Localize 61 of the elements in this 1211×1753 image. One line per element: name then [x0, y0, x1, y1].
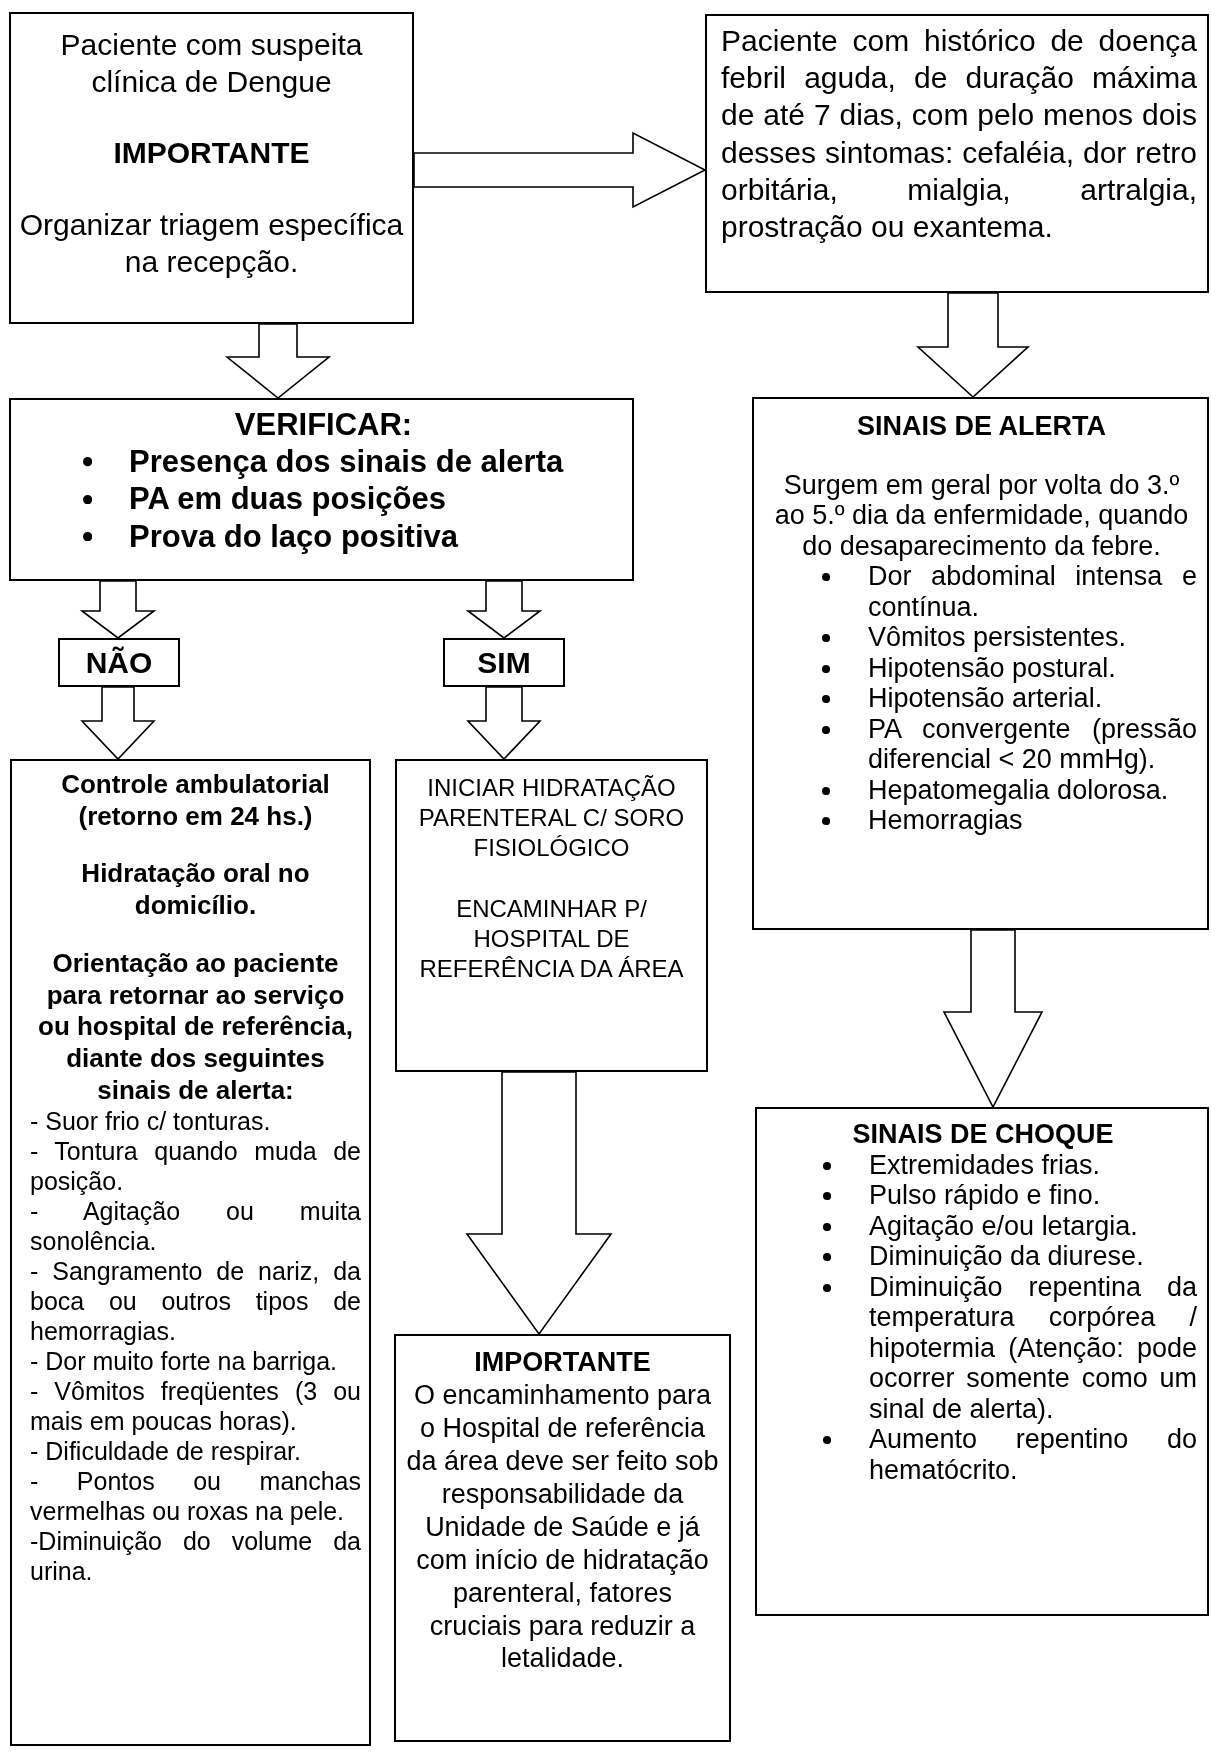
block-arrow	[465, 580, 543, 639]
block-arrow	[942, 929, 1044, 1109]
list-item: - Suor frio c/ tonturas.	[30, 1106, 272, 1137]
process-box	[395, 759, 708, 1072]
decision-box	[443, 638, 565, 687]
list-item: Dor abdominal intensa e contínua.	[868, 561, 1197, 622]
block-arrow	[224, 323, 332, 400]
process-box	[9, 12, 414, 324]
box-text: Organizar triagem específica na recepção.	[19, 206, 404, 280]
list-item: - Dor muito forte na barriga.	[30, 1346, 339, 1377]
block-arrow	[413, 131, 707, 209]
list-item: Presença dos sinais de alerta	[129, 443, 565, 481]
process-box	[752, 397, 1209, 930]
list-item: PA em duas posições	[129, 480, 447, 518]
list-item: -Diminuição do volume da urina.	[30, 1526, 361, 1587]
list-item: - Pontos ou manchas vermelhas ou roxas na pele.	[30, 1466, 361, 1527]
block-arrow	[915, 292, 1031, 399]
box-heading: Hidratação oral no domicílio.	[80, 858, 311, 922]
box-heading: IMPORTANTE	[473, 1346, 652, 1379]
list-item: Agitação e/ou letargia.	[869, 1210, 1139, 1241]
box-text: INICIAR HIDRATAÇÃO PARENTERAL C/ SORO FISIOLÓGICO	[417, 773, 686, 864]
box-text: O encaminhamento para o Hospital de referência da área deve ser feito sob responsabilidade da Unidade de Saúde e já com início de hidratação parenteral, fatores cruciais para reduzir a letalidade.	[405, 1378, 720, 1676]
process-box	[705, 14, 1209, 293]
process-box	[755, 1107, 1209, 1616]
box-heading: SIM	[476, 644, 532, 681]
list-item: Pulso rápido e fino.	[869, 1180, 1102, 1211]
list-item: - Agitação ou muita sonolência.	[30, 1196, 361, 1257]
list-item: - Vômitos freqüentes (3 ou mais em poucas horas).	[30, 1376, 361, 1437]
block-arrow	[466, 686, 542, 761]
box-text: Paciente com suspeita clínica de Dengue	[59, 27, 364, 101]
block-arrow	[80, 686, 156, 761]
list-item: Vômitos persistentes.	[868, 622, 1128, 653]
list-item: Aumento repentino do hematócrito.	[869, 1424, 1197, 1485]
list-item: - Sangramento de nariz, da boca ou outros tipos de hemorragias.	[30, 1256, 361, 1347]
box-heading: NÃO	[84, 644, 154, 681]
box-heading: SINAIS DE ALERTA	[856, 411, 1107, 442]
box-heading: Orientação ao paciente para retornar ao serviço ou hospital de referência, diante dos seguintes sinais de alerta:	[37, 947, 354, 1107]
list-item: - Tontura quando muda de posição.	[30, 1136, 361, 1197]
process-box	[9, 398, 634, 581]
box-heading: IMPORTANTE	[112, 135, 311, 172]
box-text: Paciente com histórico de doença febril aguda, de duração máxima de até 7 dias, com pelo menos dois desses sintomas: cefaléia, dor retro orbitária, mialgia, artralgia, prostração ou exantema.	[721, 23, 1197, 245]
box-heading: SINAIS DE CHOQUE	[851, 1119, 1115, 1150]
block-arrow	[465, 1071, 613, 1336]
process-box	[10, 759, 371, 1746]
list-item: Diminuição da diurese.	[869, 1241, 1145, 1272]
list-item: Hemorragias	[868, 805, 1024, 836]
box-heading: Controle ambulatorial (retorno em 24 hs.)	[60, 769, 331, 833]
list-item: Hepatomegalia dolorosa.	[868, 774, 1170, 805]
box-text: Surgem em geral por volta do 3.º ao 5.º dia da enfermidade, quando do desaparecimento da febre.	[773, 469, 1190, 561]
list-item: Extremidades frias.	[869, 1149, 1102, 1180]
list-item: Prova do laço positiva	[129, 517, 460, 555]
block-arrow	[79, 580, 157, 639]
list-item: Diminuição repentina da temperatura corpórea / hipotermia (Atenção: pode ocorrer somente como um sinal de alerta).	[869, 1271, 1197, 1424]
list-item: Hipotensão postural.	[868, 652, 1117, 683]
process-box	[394, 1334, 731, 1742]
box-text: ENCAMINHAR P/ HOSPITAL DE REFERÊNCIA DA ÁREA	[418, 893, 685, 985]
list-item: Hipotensão arterial.	[868, 683, 1104, 714]
decision-box	[58, 638, 180, 687]
box-heading: VERIFICAR:	[233, 406, 414, 444]
list-item: PA convergente (pressão diferencial < 20 mmHg).	[868, 713, 1197, 775]
list-item: - Dificuldade de respirar.	[30, 1436, 302, 1467]
